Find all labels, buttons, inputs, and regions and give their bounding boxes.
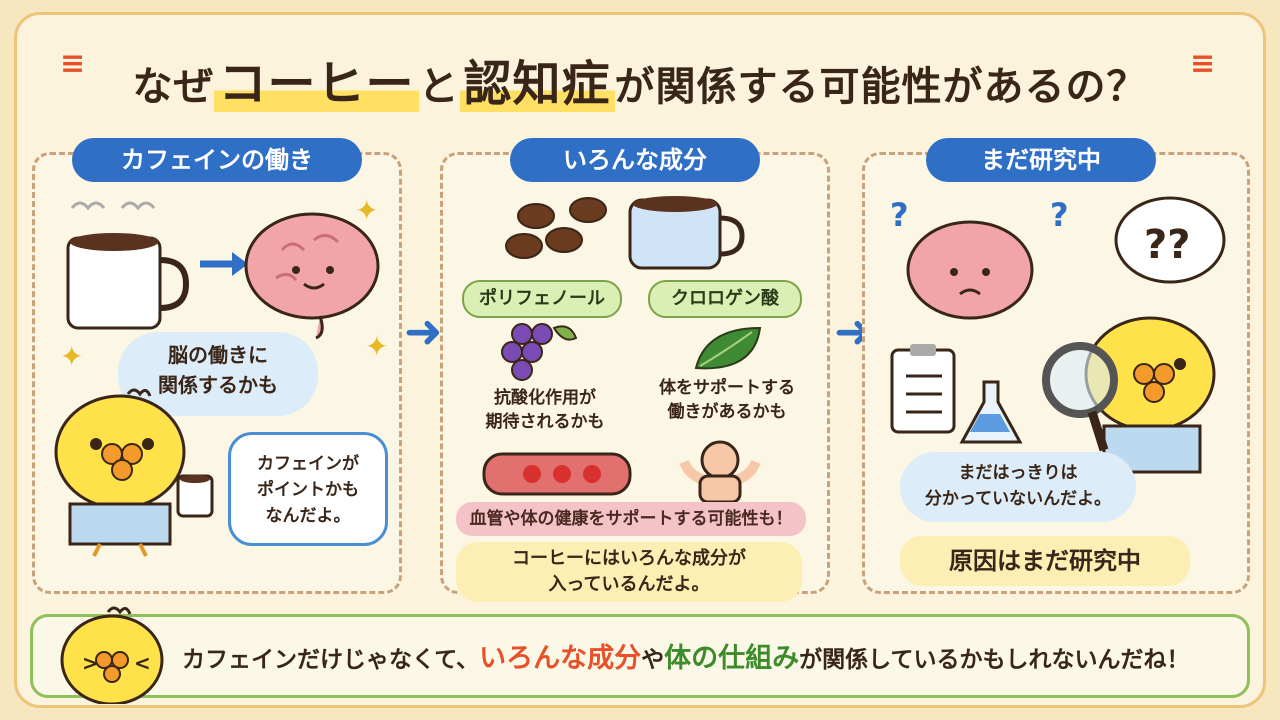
- coffee-cup-icon: [66, 201, 190, 330]
- polyphenol-tag: ポリフェノール: [462, 280, 622, 318]
- caffeine-speech-bubble: カフェインが ポイントかも なんだよ。: [228, 432, 388, 546]
- blood-vessel-and-body-illustration: [482, 440, 761, 502]
- title-part1: なぜ: [132, 64, 215, 110]
- arrow-right-icon: [200, 252, 248, 276]
- brain-icon: [244, 212, 380, 340]
- svg-text:>: >: [82, 651, 99, 675]
- title-accent-left-icon: ≡: [60, 46, 86, 81]
- title-part3: と: [418, 64, 460, 110]
- worried-brain-icon: [906, 220, 1034, 320]
- arrow-right-icon: ➜: [404, 304, 443, 358]
- title-coffee: コーヒー: [214, 56, 419, 112]
- chick-mascot-icon: [1084, 316, 1216, 474]
- summary-part1: カフェインだけじゃなくて、: [182, 647, 480, 673]
- sparkle-icon: ✦: [60, 340, 84, 373]
- summary-text: カフェインだけじゃなくて、いろんな成分や体の仕組みが関係しているかもしれないんだ…: [182, 636, 1242, 675]
- research-box: 原因はまだ研究中: [900, 536, 1190, 586]
- chick-with-magnifier-illustration: [1042, 316, 1216, 474]
- chlorogenic-description: 体をサポートする 働きがあるかも: [659, 378, 795, 422]
- grapes-icon: [501, 323, 578, 381]
- research-cloud: まだはっきりは 分かっていないんだよ。: [900, 452, 1136, 522]
- vessel-health-banner: 血管や体の健康をサポートする可能性も！: [456, 502, 806, 536]
- summary-body-mechanism: 体の仕組み: [664, 643, 800, 674]
- panel-ingredients-title: いろんな成分: [510, 138, 760, 182]
- polyphenol-description: 抗酸化作用が 期待されるかも: [485, 388, 605, 432]
- title-dementia: 認知症: [459, 56, 615, 112]
- panel-caffeine-title: カフェインの働き: [72, 138, 362, 182]
- magnifying-glass-icon: [1042, 342, 1118, 452]
- title-accent-right-icon: ≡: [1190, 46, 1216, 81]
- summary-bar: [30, 614, 1250, 698]
- page-title: なぜコーヒーと認知症が関係する可能性があるの？: [0, 44, 1280, 114]
- chick-mascot-icon: [54, 388, 186, 557]
- thought-cloud-icon: ??: [1114, 196, 1226, 284]
- summary-ingredients: いろんな成分: [479, 643, 642, 674]
- title-part5: が関係する可能性があるの？: [614, 64, 1148, 110]
- chlorogenic-acid-tag: クロロゲン酸: [648, 280, 802, 318]
- summary-part5: が関係しているかもしれないんだね！: [799, 647, 1190, 673]
- svg-text:<: <: [134, 651, 151, 675]
- question-mark-icon: ?: [890, 196, 909, 234]
- sparkle-icon: ✦: [355, 194, 379, 227]
- beans-and-cup-illustration: [505, 196, 745, 270]
- coffee-to-brain-illustration: [66, 201, 380, 340]
- caffeine-brain-cloud: 脳の働きに 関係するかも: [118, 332, 318, 416]
- coffee-beans-icon: [505, 197, 607, 259]
- clipboard-and-flask-illustration: [890, 344, 1023, 444]
- panel-research-title: まだ研究中: [926, 138, 1156, 182]
- summary-part3: や: [641, 647, 665, 673]
- blue-coffee-cup-icon: [628, 196, 745, 270]
- small-coffee-cup-icon: [176, 474, 214, 518]
- ingredients-note: コーヒーにはいろんな成分が 入っているんだよ。: [456, 542, 802, 602]
- flask-icon: [959, 380, 1023, 444]
- happy-body-icon: [679, 440, 761, 502]
- leaf-icon: [694, 326, 762, 370]
- svg-text:??: ??: [1144, 222, 1190, 268]
- chick-with-coffee-illustration: [54, 388, 214, 557]
- question-mark-icon: ?: [1050, 196, 1069, 234]
- pointing-chick-icon: > <: [60, 606, 164, 704]
- blood-vessel-icon: [482, 452, 632, 496]
- sparkle-icon: ✦: [365, 330, 389, 363]
- checklist-clipboard-icon: [890, 344, 956, 434]
